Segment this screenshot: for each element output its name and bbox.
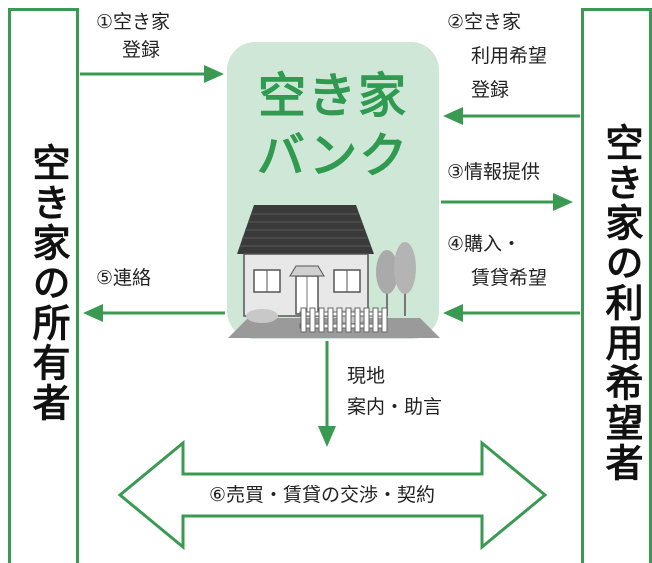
bank-title-line2: バンク — [256, 128, 410, 184]
user-box: 空き家の利用希望者 — [581, 8, 652, 563]
arrow-contact — [83, 304, 225, 322]
label-onsite-line2: 案内・助言 — [347, 396, 443, 418]
label-onsite-line1: 現地 — [347, 365, 386, 387]
owner-label: 空き家の所有者 — [26, 143, 70, 423]
label-step3: ③情報提供 — [447, 161, 541, 183]
arrow-info-provide — [441, 193, 573, 211]
label-step5: ⑤連絡 — [96, 267, 152, 289]
label-step2-line3: 登録 — [471, 79, 510, 101]
label-step2-line2: 利用希望 — [471, 45, 548, 67]
double-arrow-negotiation — [117, 439, 548, 551]
label-step1-line1: ①空き家 — [96, 11, 171, 33]
label-step4-line2: 賃貸希望 — [471, 267, 548, 289]
arrow-register-user — [443, 107, 580, 125]
label-step1-line2: 登録 — [122, 39, 161, 61]
bank-title-line1: 空き家 — [257, 68, 408, 124]
arrow-onsite-guidance — [318, 341, 336, 447]
label-step2-line1: ②空き家 — [447, 11, 522, 33]
label-step4-line1: ④購入・ — [447, 233, 522, 255]
owner-box: 空き家の所有者 — [8, 8, 79, 563]
arrow-register-vacant — [80, 65, 224, 83]
tree-icon — [376, 242, 416, 316]
user-label: 空き家の利用希望者 — [599, 123, 643, 483]
label-step6: ⑥売買・賃貸の交渉・契約 — [209, 484, 436, 506]
arrow-purchase-request — [443, 304, 580, 322]
house-illustration — [228, 205, 440, 338]
